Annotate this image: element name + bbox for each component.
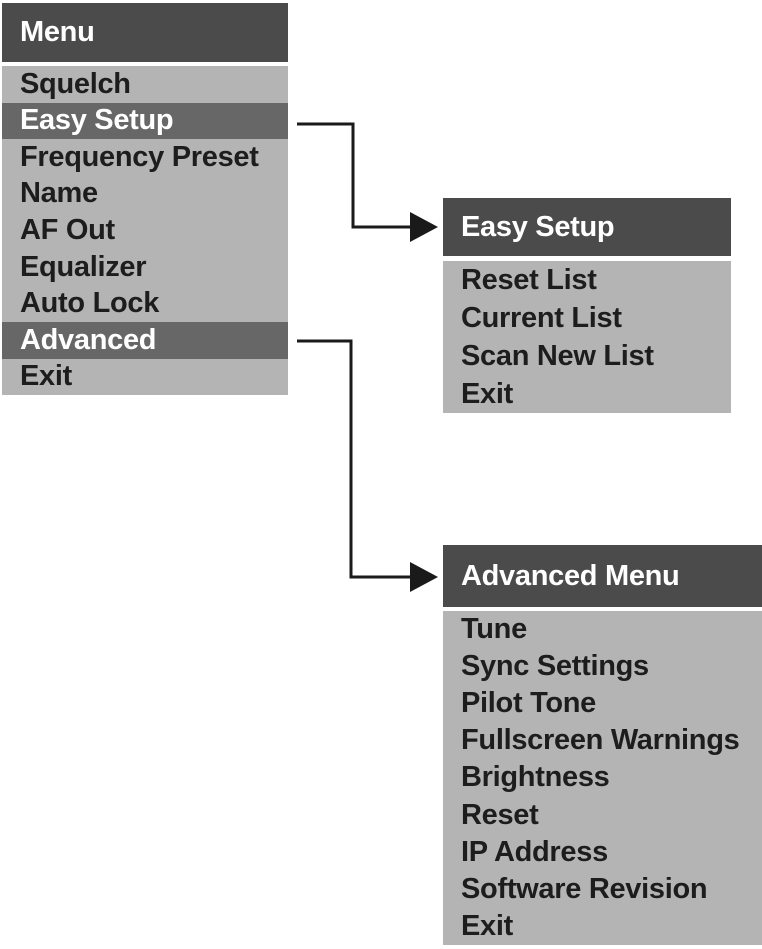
menu-item-fullscreen-warnings[interactable]: Fullscreen Warnings [461,724,740,757]
menu-item-tune[interactable]: Tune [461,613,527,646]
advanced-menu-list: Tune Sync Settings Pilot Tone Fullscreen… [443,611,762,945]
menu-item-exit[interactable]: Exit [20,360,72,393]
advanced-menu-title: Advanced Menu [443,545,762,607]
main-menu-title: Menu [2,3,288,62]
menu-item-scan-new-list[interactable]: Scan New List [461,339,654,372]
main-menu-list: Squelch Easy Setup Frequency Preset Name… [2,66,288,395]
menu-item-name[interactable]: Name [20,177,98,210]
menu-item-advanced-exit[interactable]: Exit [461,909,513,942]
easy-setup-title: Easy Setup [443,198,731,256]
arrow-right-icon [410,562,438,592]
menu-item-easy-setup[interactable]: Easy Setup [2,102,288,140]
arrow-right-icon [410,212,438,242]
menu-item-auto-lock[interactable]: Auto Lock [20,287,160,320]
connector-advanced-line [297,339,412,579]
menu-item-af-out[interactable]: AF Out [20,214,115,247]
easy-setup-list: Reset List Current List Scan New List Ex… [443,261,731,413]
menu-item-advanced[interactable]: Advanced [2,321,288,359]
menu-item-squelch[interactable]: Squelch [20,67,131,100]
connector-easy-setup-line [297,122,412,229]
menu-item-reset-list[interactable]: Reset List [461,263,597,296]
menu-item-pilot-tone[interactable]: Pilot Tone [461,687,597,720]
menu-item-sync-settings[interactable]: Sync Settings [461,650,649,683]
menu-item-current-list[interactable]: Current List [461,301,622,334]
menu-item-software-revision[interactable]: Software Revision [461,872,708,905]
main-menu-panel: Menu Squelch Easy Setup Frequency Preset… [2,3,288,395]
menu-item-ip-address[interactable]: IP Address [461,835,608,868]
advanced-menu-panel: Advanced Menu Tune Sync Settings Pilot T… [443,545,762,945]
menu-item-easy-setup-exit[interactable]: Exit [461,377,513,410]
menu-item-reset[interactable]: Reset [461,798,539,831]
menu-item-brightness[interactable]: Brightness [461,761,610,794]
easy-setup-panel: Easy Setup Reset List Current List Scan … [443,198,731,413]
menu-item-equalizer[interactable]: Equalizer [20,250,147,283]
menu-item-frequency-preset[interactable]: Frequency Preset [20,140,259,173]
